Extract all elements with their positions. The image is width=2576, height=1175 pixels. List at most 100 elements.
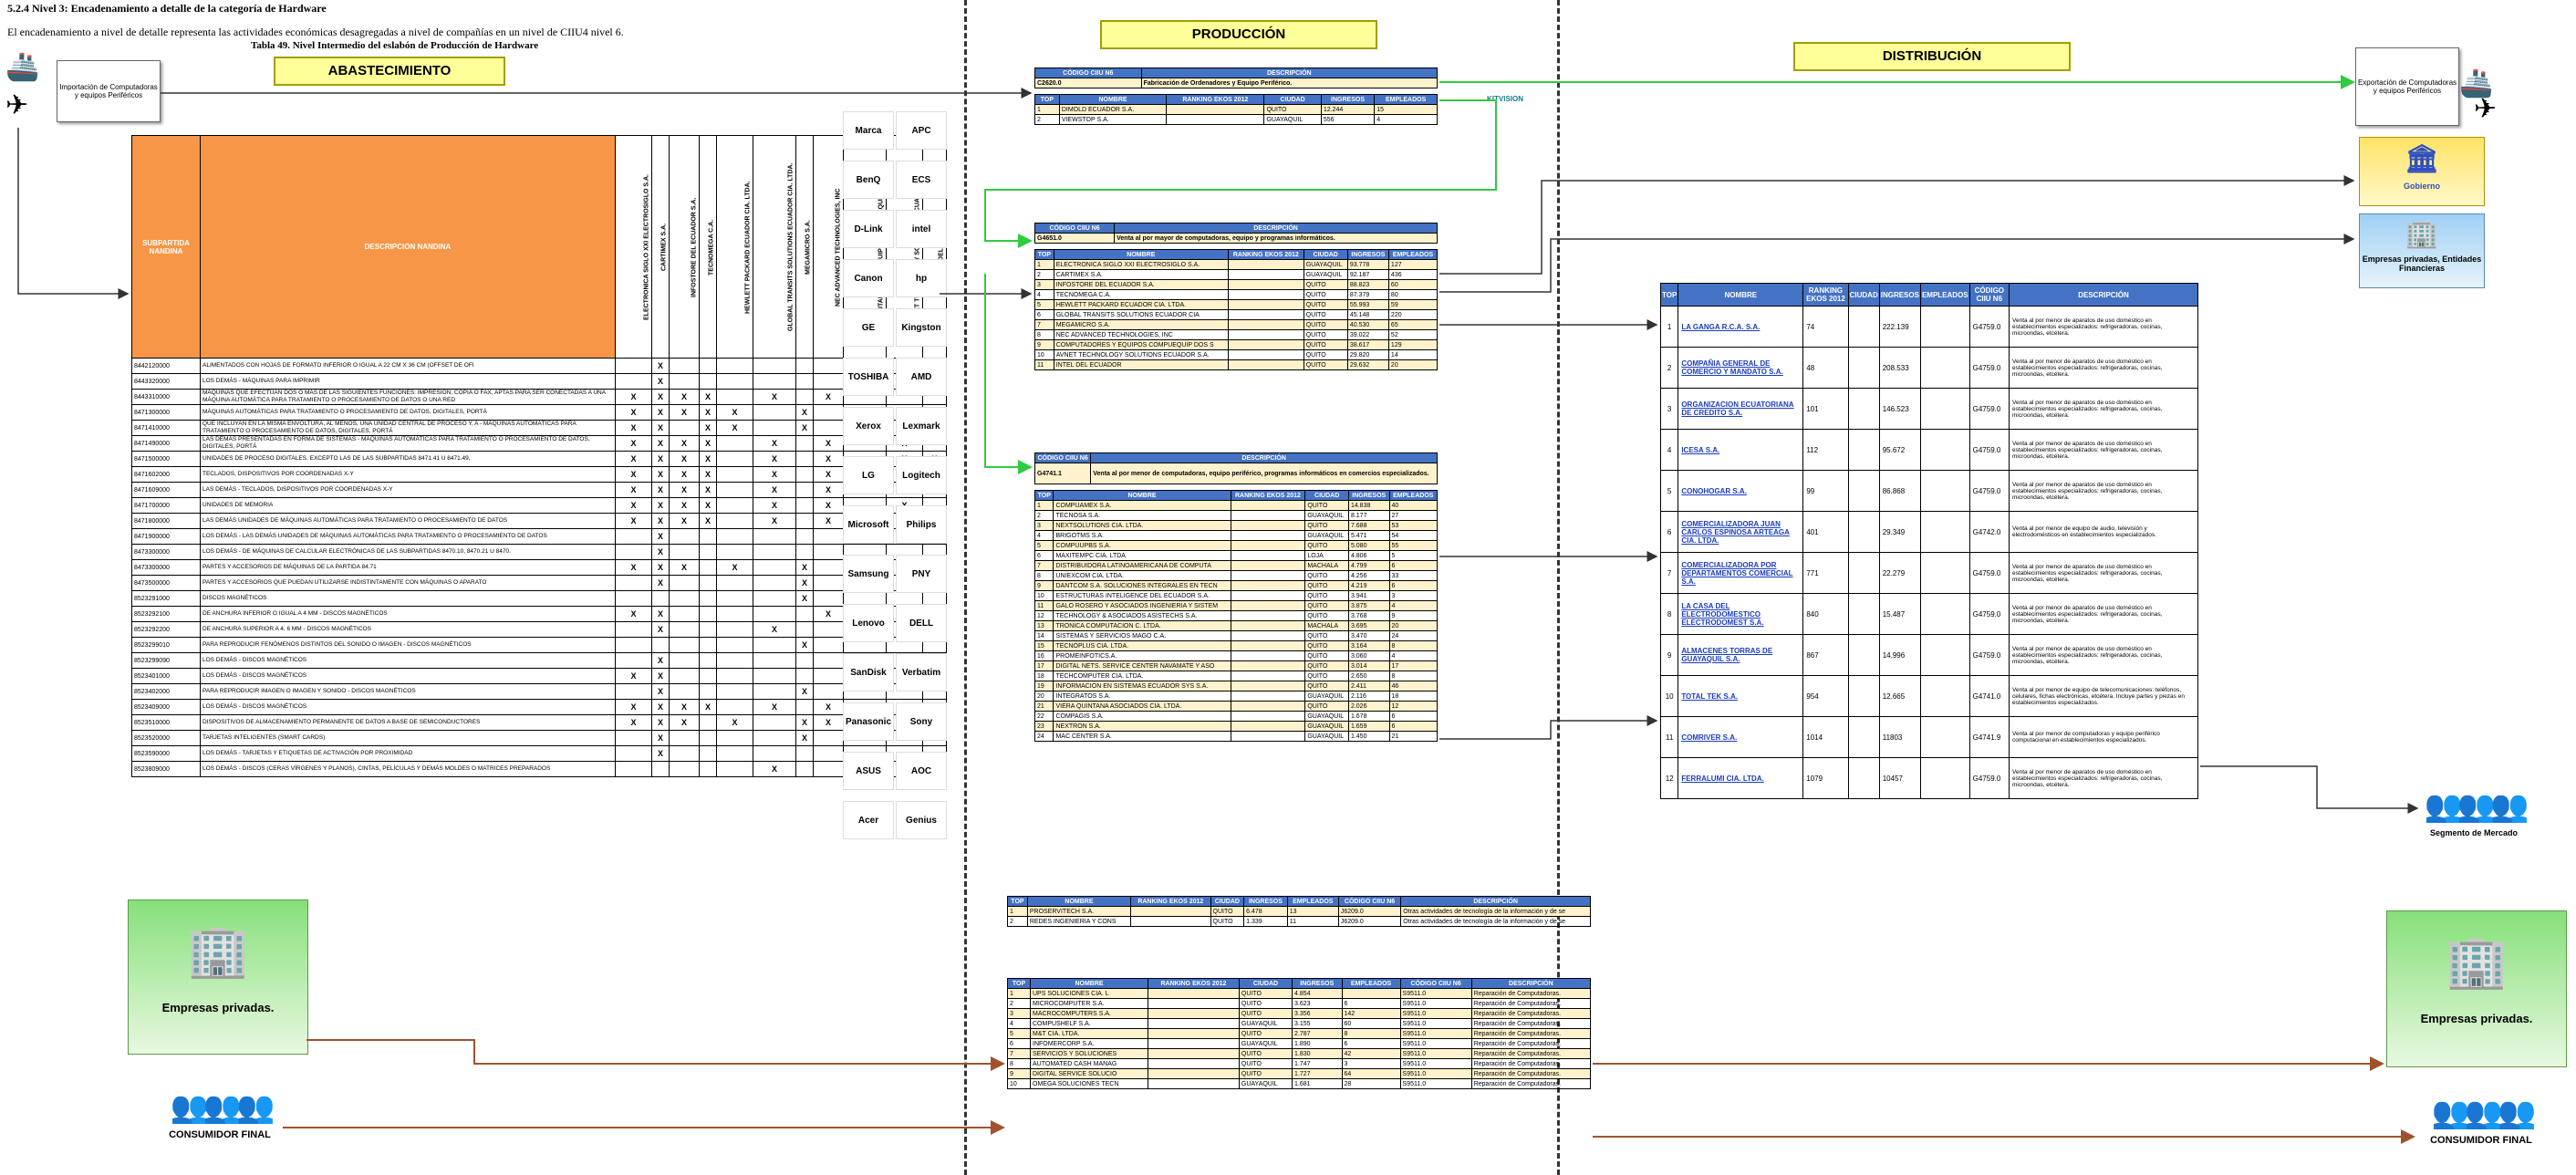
table-cell: QUITO — [1304, 701, 1349, 712]
brand-logo: AOC — [896, 752, 947, 790]
private-financial-box: 🏢 Empresas privadas, Entidades Financier… — [2359, 213, 2485, 288]
table-cell: Venta al por menor de aparatos de uso do… — [2009, 757, 2198, 799]
table-cell: 20 — [1387, 359, 1439, 370]
table-cell: 556 — [1320, 114, 1376, 125]
flow-dist-to-segmento — [2200, 765, 2419, 814]
plane-icon-export: ✈ — [2474, 94, 2498, 124]
brand-logo: GE — [843, 308, 894, 347]
table-cell: G4741.0 — [1968, 675, 2010, 717]
table-cell: 15.487 — [1878, 593, 1921, 635]
gov-box: 🏛 Gobierno — [2359, 137, 2485, 206]
separator-right — [1557, 0, 1560, 1175]
table-cell: G4742.0 — [1968, 511, 2010, 553]
table-cell: 4 — [1659, 429, 1679, 471]
brand-logo: TOSHIBA — [843, 358, 894, 396]
black-flows — [17, 88, 2419, 814]
column-header: EMPLEADOS — [1919, 283, 1970, 307]
consumidor-final-left: 👥👥👥 CONSUMIDOR FINAL — [161, 1086, 279, 1140]
company-link[interactable]: ALMACENES TORRAS DE GUAYAQUIL S.A. — [1678, 634, 1804, 676]
table-cell: 21 — [1388, 731, 1439, 742]
table-cell: 10 — [1007, 1078, 1031, 1089]
table-cell: 6 — [1659, 511, 1679, 553]
flow-import-down — [17, 128, 130, 299]
brand-logo: hp — [896, 259, 947, 297]
table-cell: 840 — [1802, 593, 1849, 635]
company-link[interactable]: LA CASA DEL ELECTRODOMESTICO ELECTRODOME… — [1678, 593, 1804, 635]
plane-icon: ✈ — [5, 90, 29, 120]
table-caption: Tabla 49. Nivel Intermedio del eslabón d… — [251, 40, 539, 51]
table-cell — [1847, 552, 1880, 594]
company-link[interactable]: COMRIVER S.A. — [1678, 716, 1804, 758]
table-cell: QUITO — [1303, 359, 1348, 370]
brand-logo: Lexmark — [896, 407, 947, 445]
table-cell: 11803 — [1878, 716, 1921, 758]
table-cell: 19 — [1034, 681, 1054, 691]
table-cell: INFORMACION EN SISTEMAS ECUADOR SYS S.A. — [1053, 681, 1231, 691]
segmento-mercado: 👥👥👥 Segmento de Mercado — [2419, 785, 2529, 837]
consumidor-final-right-label: CONSUMIDOR FINAL — [2430, 1135, 2532, 1146]
table-cell: 23 — [1034, 721, 1054, 732]
table-cell — [1847, 429, 1880, 471]
table-cell: 112 — [1802, 429, 1849, 471]
flow-prod3-to-dist-top — [1439, 715, 1658, 740]
brand-logo: Genius — [896, 801, 947, 839]
company-link[interactable]: ORGANIZACION ECUATORIANA DE CREDITO S.A. — [1678, 388, 1804, 430]
prod1-activity: Fabricación de Ordenadores y Equipo Peri… — [1140, 78, 1439, 88]
table-cell: Venta al por menor de aparatos de uso do… — [2009, 347, 2198, 389]
table-cell: 11 — [1286, 916, 1339, 927]
company-link[interactable]: ICESA S.A. — [1678, 429, 1804, 471]
banner-abastecimiento: ABASTECIMIENTO — [274, 57, 505, 86]
brand-logo: intel — [896, 210, 947, 248]
table-cell: G4759.0 — [1968, 388, 2010, 430]
table-cell: G4759.0 — [1968, 634, 2010, 676]
table-cell: OMEGA SOLUCIONES TECN — [1030, 1078, 1148, 1089]
table-cell: QUITO — [1304, 660, 1349, 671]
table-cell: Venta al por menor de aparatos de uso do… — [2009, 429, 2198, 471]
company-link[interactable]: TOTAL TEK S.A. — [1678, 675, 1804, 717]
table-cell: G4759.0 — [1968, 347, 2010, 389]
company-link[interactable]: FERRALUMI CIA. LTDA. — [1678, 757, 1804, 799]
brand-logo: LG — [843, 456, 894, 494]
export-box: Exportación de Computadoras y equipos Pe… — [2355, 47, 2459, 126]
table-cell: Otras actividades de tecnología de la in… — [1400, 916, 1591, 927]
company-link[interactable]: COMPAÑIA GENERAL DE COMERCIO Y MANDATO S… — [1678, 347, 1804, 389]
table-cell: J6209.0 — [1337, 916, 1402, 927]
table-cell: 2.026 — [1347, 701, 1390, 712]
brand-logo: ECS — [896, 161, 947, 199]
brand-logo: BenQ — [843, 161, 894, 199]
column-header: RANKING EKOS 2012 — [1802, 283, 1849, 307]
empresas-privadas-right: 🏢 Empresas privadas. — [2386, 910, 2567, 1067]
table-cell: 24 — [1388, 630, 1439, 641]
table-cell: QUITO — [1263, 104, 1322, 115]
company-link[interactable]: CONOHOGAR S.A. — [1678, 470, 1804, 512]
table-cell: 40 — [1388, 500, 1439, 511]
table-cell: Venta al por menor de aparatos de uso do… — [2009, 552, 2198, 594]
table-cell: Venta al por menor de equipo de telecomu… — [2009, 675, 2198, 717]
brand-logo: Logitech — [896, 456, 947, 494]
empresas-privadas-right-label: Empresas privadas. — [2420, 1012, 2533, 1025]
column-header: INGRESOS — [1346, 249, 1389, 260]
table-cell: 86.868 — [1878, 470, 1921, 512]
table-cell: 92.187 — [1346, 269, 1389, 280]
column-header: INGRESOS — [1878, 283, 1921, 307]
